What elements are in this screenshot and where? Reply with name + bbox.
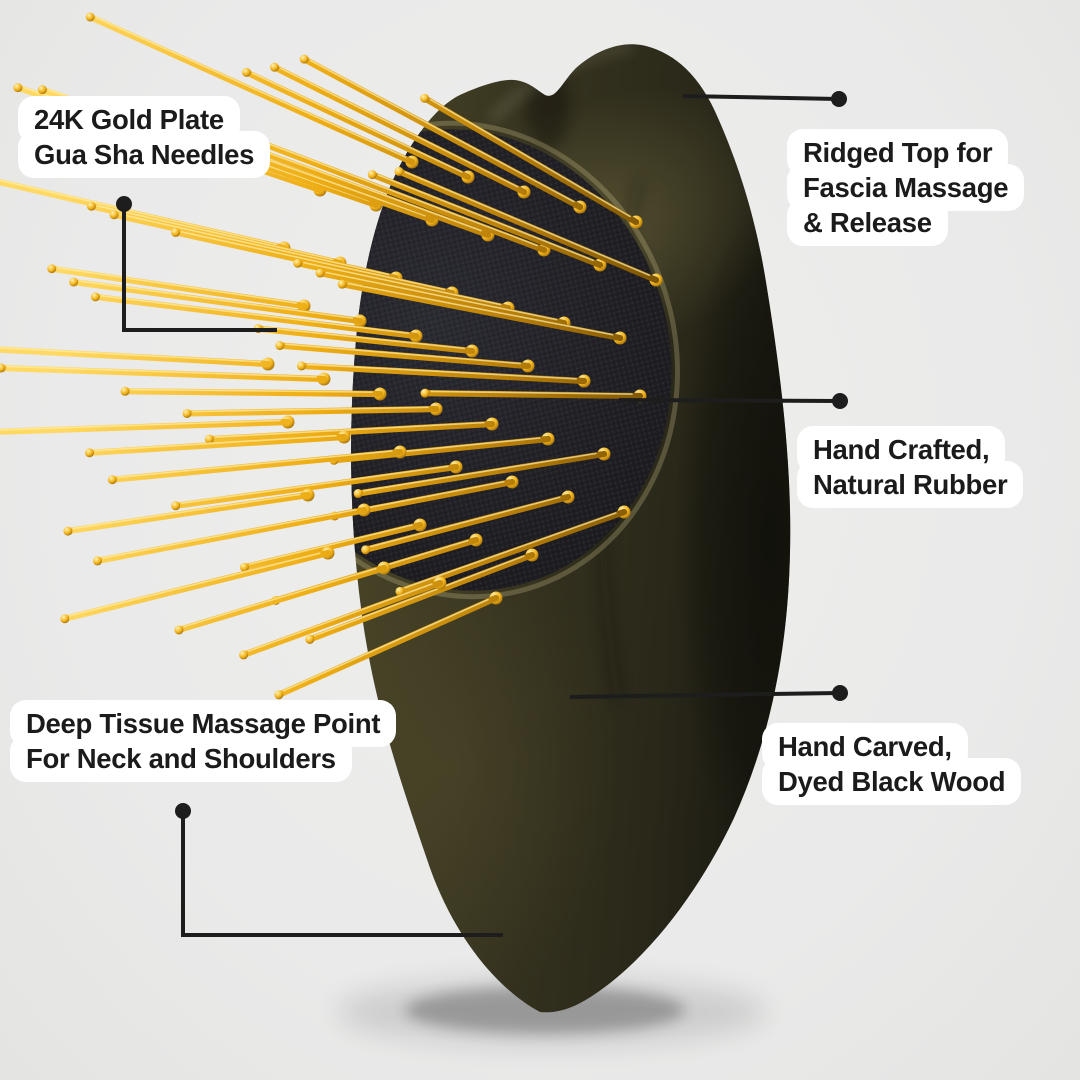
callout-line: Hand Crafted, (797, 426, 1006, 473)
connector-line-wood (569, 691, 840, 699)
callout-line: Hand Carved, (762, 723, 968, 770)
callout-needles: 24K Gold Plate Gua Sha Needles (18, 96, 271, 178)
connector-line-needles (122, 204, 277, 332)
callout-line: Natural Rubber (797, 461, 1024, 508)
callout-rubber: Hand Crafted, Natural Rubber (797, 426, 1024, 508)
callout-line: Dyed Black Wood (762, 758, 1022, 805)
callout-line: Fascia Massage (787, 164, 1025, 211)
connector-dot-ridged-top (831, 91, 847, 107)
callout-line: Gua Sha Needles (18, 131, 271, 178)
connector-line-massage-point (181, 811, 503, 937)
callout-wood: Hand Carved, Dyed Black Wood (762, 723, 1022, 805)
callout-ridged-top: Ridged Top for Fascia Massage & Release (787, 129, 1025, 246)
connector-dot-needles (116, 196, 132, 212)
callout-line: & Release (787, 199, 948, 246)
connector-dot-massage-point (175, 803, 191, 819)
callout-line: 24K Gold Plate (18, 96, 240, 143)
connector-line-rubber (618, 398, 840, 403)
callout-line: For Neck and Shoulders (10, 735, 352, 782)
callout-line: Deep Tissue Massage Point (10, 700, 397, 747)
connector-dot-rubber (832, 393, 848, 409)
connector-dot-wood (832, 685, 848, 701)
callout-line: Ridged Top for (787, 129, 1009, 176)
callout-massage-point: Deep Tissue Massage Point For Neck and S… (10, 700, 397, 782)
connector-line-ridged-top (682, 94, 839, 101)
